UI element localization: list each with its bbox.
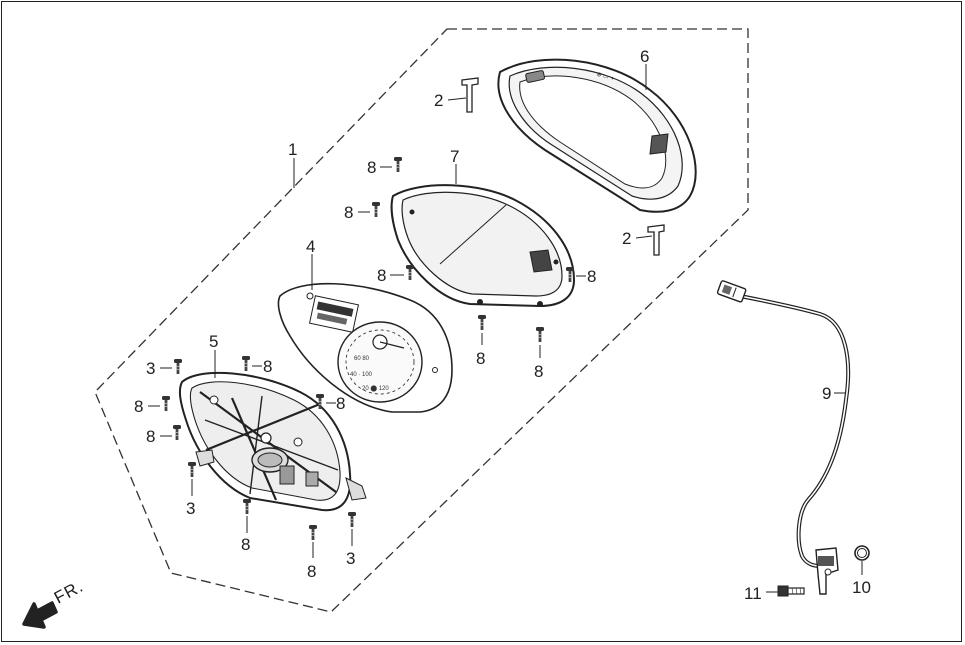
bolt-part-11	[777, 585, 805, 597]
callout-5: 5	[209, 332, 218, 351]
callout-8-case-bottom: 8	[241, 535, 250, 554]
callout-8-case-top: 8	[263, 357, 272, 376]
front-arrow-icon	[22, 601, 58, 629]
callout-1: 1	[288, 140, 297, 159]
callout-8-case-left: 8	[134, 397, 143, 416]
assembly-boundary	[94, 28, 749, 613]
front-label: FR.	[51, 576, 87, 607]
sensor-cable-part-9	[716, 280, 851, 595]
svg-text:⊕ ▭ ◑: ⊕ ▭ ◑	[596, 72, 615, 82]
callout-labels: 1 2 2 6 7 4 5 3 3 3 8 8 8 8 8 8 8 8 8 8 …	[134, 47, 871, 603]
callout-8-case-right: 8	[336, 394, 345, 413]
connector-plug	[716, 280, 747, 303]
callout-6: 6	[640, 47, 649, 66]
meter-case-part-5	[178, 371, 367, 512]
callout-8-mid-left: 8	[377, 266, 386, 285]
callout-8-upper-left: 8	[344, 203, 353, 222]
o-ring-part-10	[854, 545, 870, 561]
callout-8-top: 8	[367, 158, 376, 177]
front-direction-indicator: FR.	[22, 576, 87, 629]
callout-11: 11	[744, 584, 762, 603]
meter-cover-part-6: ⊕ ▭ ◑	[497, 58, 697, 213]
leader-lines	[148, 64, 863, 593]
callout-2-lower: 2	[622, 229, 631, 248]
svg-text:40 · 100: 40 · 100	[350, 372, 373, 378]
callout-8-case-lower-left: 8	[146, 427, 155, 446]
speed-sensor-body	[815, 547, 839, 595]
callout-3-bottom-left: 3	[186, 499, 195, 518]
callout-8-case-bottom-right: 8	[307, 562, 316, 581]
svg-text:20 ⬤ 120: 20 ⬤ 120	[362, 385, 389, 392]
callout-4: 4	[306, 237, 315, 256]
callout-8-mid-right: 8	[587, 267, 596, 286]
meter-lens-part-7	[390, 184, 576, 308]
callout-10: 10	[852, 578, 871, 597]
callout-3-bottom-right: 3	[346, 549, 355, 568]
callout-7: 7	[450, 147, 459, 166]
callout-8-lens-bottom-right: 8	[534, 362, 543, 381]
clip-part-2-upper	[461, 77, 479, 113]
callout-9: 9	[822, 384, 831, 403]
callout-8-lens-bottom-left: 8	[476, 349, 485, 368]
dial-face-part-4: 60 80 40 · 100 20 ⬤ 120	[277, 282, 453, 413]
callout-2-upper: 2	[434, 91, 443, 110]
clip-part-2-lower	[647, 224, 665, 256]
callout-3-left: 3	[146, 359, 155, 378]
svg-text:60 80: 60 80	[354, 356, 370, 362]
